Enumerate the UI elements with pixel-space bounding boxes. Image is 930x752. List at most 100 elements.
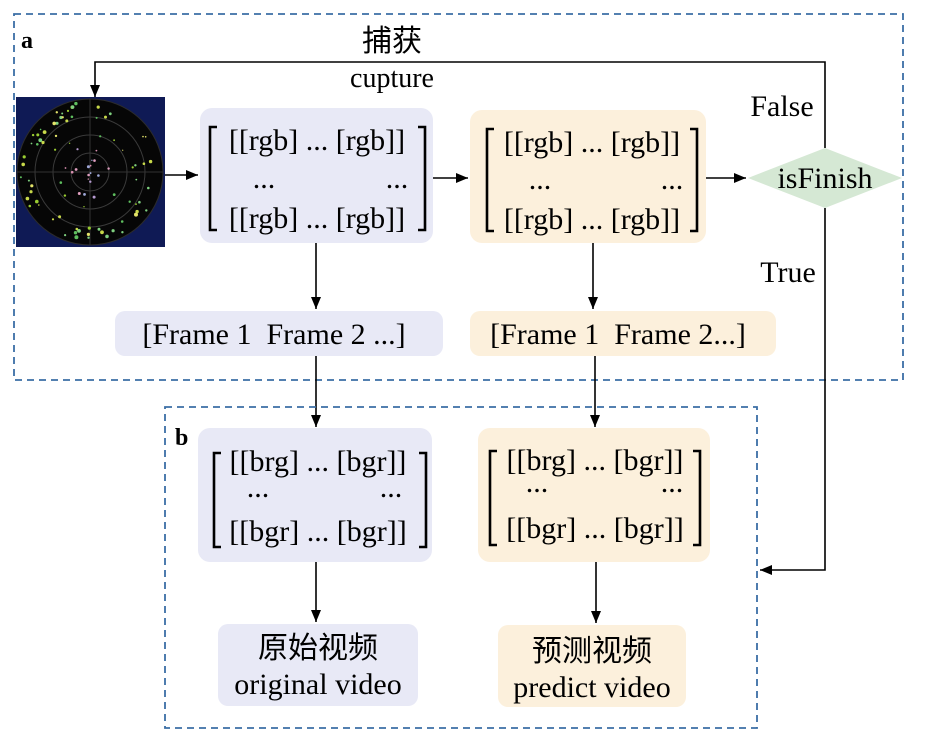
- radar-echo-speckle: [87, 226, 91, 230]
- true-label: True: [760, 256, 816, 289]
- is-finish-decision-diamond: [748, 148, 902, 208]
- radar-echo-speckle: [29, 190, 33, 194]
- radar-echo-speckle: [86, 165, 90, 169]
- is-finish-label: isFinish: [777, 162, 872, 195]
- radar-echo-speckles: [19, 101, 153, 240]
- matrix-right-bracket: [690, 127, 699, 233]
- radar-echo-speckle: [77, 229, 81, 233]
- radar-echo-speckle: [112, 193, 116, 197]
- radar-echo-speckle: [59, 181, 63, 184]
- matrix-ellipsis: ...: [386, 162, 409, 195]
- radar-echo-speckle: [92, 195, 96, 199]
- radar-echo-speckle: [19, 176, 22, 179]
- radar-echo-speckle: [87, 178, 90, 180]
- radar-echo-speckle: [55, 121, 59, 125]
- matrix-left-bracket: [212, 451, 221, 549]
- predict-video-box: [498, 625, 686, 707]
- radar-echo-speckle: [74, 168, 78, 171]
- radar-echo-speckle: [107, 167, 110, 170]
- radar-echo-speckle: [89, 164, 92, 167]
- radar-echo-speckle: [55, 111, 58, 114]
- radar-echo-speckle: [42, 130, 47, 135]
- radar-echo-speckle: [105, 234, 109, 239]
- matrix-row: [[rgb] ... [rgb]]: [504, 203, 680, 236]
- radar-echo-speckle: [113, 139, 115, 142]
- radar-echo-speckle: [95, 116, 98, 119]
- radar-echo-speckle: [89, 172, 92, 175]
- radar-echo-speckle: [75, 227, 79, 231]
- radar-echo-speckle: [83, 193, 86, 196]
- radar-echo-speckle: [77, 192, 81, 195]
- radar-echo-speckle: [36, 133, 40, 137]
- radar-echo-speckle: [25, 196, 30, 201]
- radar-echo-speckle: [131, 166, 134, 169]
- radar-echo-speckle: [64, 234, 67, 237]
- radar-echo-speckle: [70, 105, 75, 109]
- matrix-ellipsis: ...: [529, 163, 552, 196]
- radar-echo-speckle: [95, 149, 98, 152]
- original-video-label-en: original video: [234, 668, 401, 701]
- radar-echo-speckle: [134, 164, 137, 167]
- matrix-bgr-original: [[brg] ... [bgr]] ... ... [[bgr] ... [bg…: [198, 428, 432, 562]
- radar-scan-image: [16, 97, 165, 247]
- radar-echo-speckle: [135, 203, 137, 206]
- matrix-row: [[rgb] ... [rgb]]: [229, 124, 405, 157]
- loop-back-arrow: [90, 61, 826, 148]
- radar-echo-speckle: [97, 227, 101, 231]
- frames-predict-box: [470, 311, 776, 356]
- panel-b-label: b: [175, 425, 188, 451]
- radar-echo-speckle: [104, 115, 107, 119]
- radar-echo-speckle: [74, 101, 78, 106]
- radar-echo-speckle: [31, 133, 35, 137]
- matrix-row: [[brg] ... [bgr]]: [230, 445, 407, 478]
- matrix-left-bracket: [488, 449, 497, 547]
- radar-echo-speckle: [97, 174, 100, 177]
- matrix-rgb-predict-box: [470, 110, 706, 243]
- matrix-bgr-predict-box: [478, 428, 710, 562]
- matrix-row: [[rgb] ... [rgb]]: [229, 202, 405, 235]
- radar-echo-speckle: [66, 109, 70, 112]
- radar-echo-speckle: [27, 179, 30, 182]
- radar-echo-speckle: [51, 218, 55, 221]
- frames-original-box: [115, 311, 443, 356]
- matrix-row: [[brg] ... [bgr]]: [507, 444, 684, 477]
- radar-echo-speckle: [70, 170, 74, 174]
- radar-echo-speckle: [22, 155, 26, 159]
- radar-echo-speckle: [120, 220, 124, 223]
- radar-echo-speckle: [64, 167, 67, 169]
- capture-label-en: cupture: [350, 63, 434, 94]
- radar-echo-speckle: [142, 135, 144, 138]
- radar-echo-speckle: [121, 231, 124, 234]
- radar-echo-speckle: [73, 231, 78, 235]
- radar-echo-speckle: [30, 184, 34, 188]
- radar-echo-speckle: [145, 209, 148, 212]
- panel-a-label: a: [21, 28, 33, 54]
- matrix-ellipsis: ...: [380, 471, 403, 504]
- matrix-row: [[bgr] ... [bgr]]: [229, 515, 406, 548]
- radar-echo-speckle: [35, 199, 39, 204]
- predict-video-label-en: predict video: [513, 671, 670, 704]
- radar-echo-speckle: [54, 148, 57, 151]
- radar-echo-speckle: [138, 200, 141, 204]
- radar-echo-speckle: [135, 178, 138, 181]
- radar-echo-speckle: [108, 112, 112, 116]
- radar-echo-speckle: [142, 162, 146, 165]
- radar-echo-speckle: [52, 121, 56, 126]
- radar-echo-speckle: [68, 142, 71, 144]
- radar-echo-speckle: [74, 235, 79, 240]
- radar-echo-speckle: [61, 112, 64, 115]
- radar-echo-speckle: [39, 128, 42, 131]
- matrix-bgr-predict: [[brg] ... [bgr]] ... ... [[bgr] ... [bg…: [478, 428, 710, 562]
- matrix-left-bracket: [208, 125, 217, 232]
- radar-echo-speckle: [30, 142, 33, 145]
- radar-echo-speckle: [100, 230, 104, 235]
- matrix-ellipsis: ...: [247, 471, 270, 504]
- matrix-bgr-original-box: [198, 428, 432, 562]
- matrix-rgb-predict: [[rgb] ... [rgb]] ... ... [[rgb] ... [rg…: [470, 110, 706, 243]
- capture-label-zh: 捕获: [362, 25, 422, 58]
- radar-echo-speckle: [36, 143, 39, 146]
- matrix-right-bracket: [419, 451, 428, 549]
- radar-echo-speckle: [70, 115, 74, 119]
- frames-predict-label: [Frame 1 Frame 2...]: [490, 318, 746, 351]
